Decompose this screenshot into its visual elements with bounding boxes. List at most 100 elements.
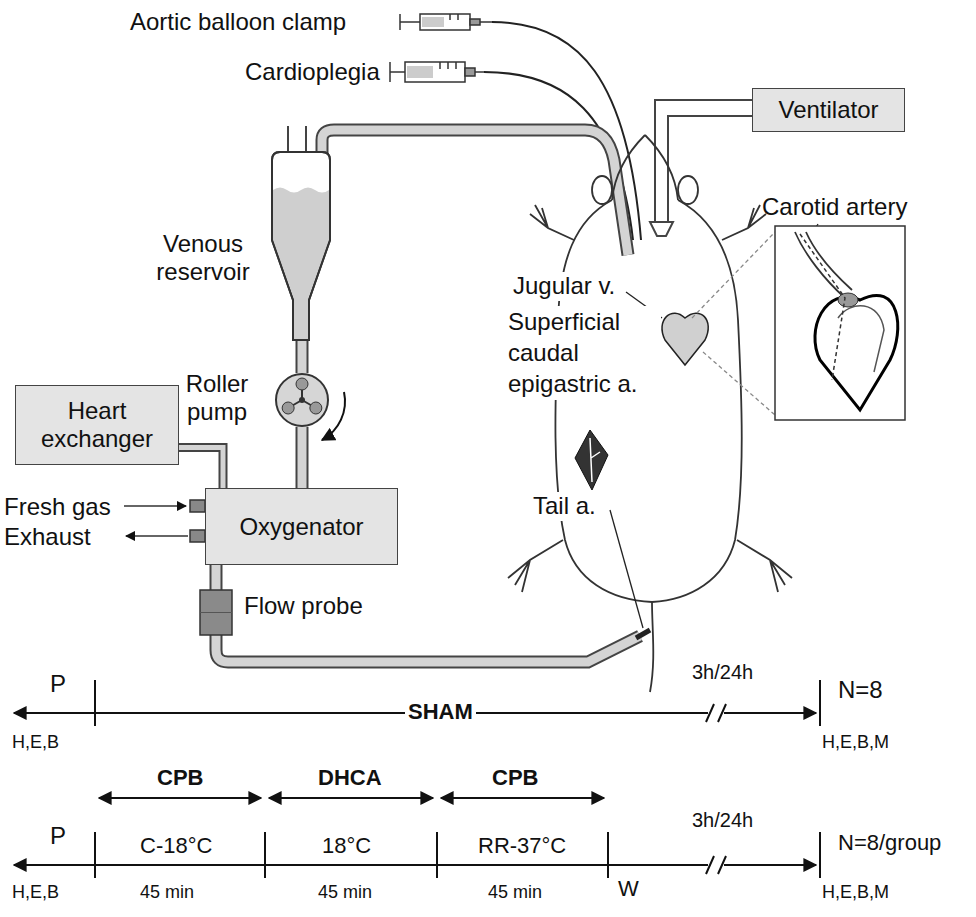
gas-label: Exhaust — [4, 523, 91, 552]
gas-label: Fresh gas — [4, 493, 111, 522]
tube-lumen — [298, 427, 307, 488]
venous-tube — [305, 126, 307, 152]
venous-tube — [322, 130, 628, 255]
timeline-dhca — [436, 832, 438, 878]
ventilator-tubing — [650, 222, 673, 236]
cardioplegia-syringe — [475, 71, 484, 73]
heart-inset — [795, 232, 852, 298]
gas-ports — [190, 500, 205, 512]
flow-probe-shape — [200, 590, 232, 635]
heart-inset — [815, 295, 898, 410]
timeline-dhca — [269, 797, 433, 799]
rat-figure — [508, 540, 563, 592]
tube-lumen — [179, 447, 223, 488]
gas-ports — [190, 530, 205, 542]
rat-figure — [592, 176, 612, 204]
group-size: N=8 — [838, 676, 883, 705]
cardioplegia-syringe — [405, 62, 465, 82]
tube-connector — [302, 339, 303, 373]
roller-pump-shape — [282, 402, 294, 414]
venous-reservoir: Venous reservoir — [270, 150, 332, 340]
cardioplegia-syringe — [465, 68, 475, 76]
tube-connector — [179, 447, 223, 488]
arterial-tube — [216, 592, 640, 662]
measure-label: H,E,B — [12, 882, 59, 904]
oxygenator-box-label: Oxygenator — [239, 513, 363, 541]
epigastric-incision — [590, 438, 600, 482]
tube-outline — [296, 427, 309, 488]
timeline-dhca — [14, 864, 816, 866]
venous-reservoir-shape — [273, 188, 329, 340]
tube-outline — [296, 339, 309, 373]
leader-lines — [692, 232, 775, 415]
rat-figure — [678, 176, 698, 204]
cardioplegia-syringe — [439, 62, 441, 69]
venous-reservoir-label: Venous reservoir — [148, 230, 258, 285]
epigastric-incision — [575, 430, 608, 490]
time-label: 3h/24h — [692, 808, 753, 832]
flow-probe: Flow probe — [200, 590, 232, 635]
timeline-sham — [819, 680, 821, 726]
timeline-sham — [94, 680, 96, 726]
timepoint-label: P — [50, 670, 66, 699]
duration-label: 45 min — [488, 882, 542, 904]
arterial-tube — [216, 592, 650, 662]
heart-inset — [838, 293, 858, 307]
measure-label: H,E,B,M — [822, 732, 889, 754]
rat-figure — [508, 135, 792, 692]
flow-probe-shape — [200, 590, 232, 635]
timeline-dhca — [99, 797, 261, 799]
timeline-dhca — [264, 832, 266, 878]
rat-figure — [530, 205, 574, 240]
flow-probe-shape — [200, 612, 232, 613]
timeline-dhca — [706, 856, 726, 874]
timeline-dhca — [819, 832, 821, 878]
rat-figure — [737, 540, 792, 592]
group-label: SHAM — [405, 699, 476, 725]
tube-connector — [302, 427, 303, 488]
vessel-label: Tail a. — [530, 492, 599, 521]
heart-exchanger-box-label: Heart exchanger — [16, 397, 178, 452]
measure-label: H,E,B — [12, 732, 59, 754]
gas-ports — [124, 505, 186, 507]
arterial-tube — [636, 630, 650, 638]
vessel-label: Jugular v. — [510, 272, 618, 301]
time-label: 3h/24h — [692, 660, 753, 684]
balloon-syringe — [422, 17, 444, 27]
heart-inset — [775, 226, 905, 420]
rat-figure — [650, 602, 653, 692]
timeline-dhca — [441, 797, 604, 799]
venous-tube — [287, 126, 289, 152]
vessel-label: Superficial caudal epigastric a. — [505, 306, 661, 400]
tube-lumen — [212, 565, 221, 590]
balloon-syringe — [480, 21, 492, 23]
timeline-sham — [14, 680, 820, 726]
phase-label: DHCA — [318, 765, 382, 791]
tube-outline — [210, 565, 223, 590]
rat-figure — [555, 200, 652, 602]
roller-pump-shape — [299, 397, 305, 403]
temperature-label: 18°C — [322, 833, 371, 859]
phase-label: CPB — [157, 765, 203, 791]
heart-exchanger-box: Heart exchanger — [15, 385, 179, 465]
venous-tube — [322, 130, 628, 255]
gas-ports — [126, 535, 188, 537]
heart-small — [662, 313, 708, 365]
cardioplegia-syringe — [455, 62, 457, 69]
arterial-tube — [216, 592, 640, 662]
duration-label: 45 min — [140, 882, 194, 904]
balloon-syringe — [449, 14, 451, 20]
syringe-label: Cardioplegia — [245, 58, 380, 87]
timepoint-label: P — [50, 822, 66, 851]
epigastric-incision — [575, 430, 608, 490]
tube-connector — [216, 565, 217, 590]
timepoint-label: W — [618, 876, 639, 902]
ventilator-box: Ventilator — [752, 88, 905, 132]
rat-figure — [645, 135, 678, 200]
timeline-dhca — [94, 832, 96, 878]
balloon-syringe — [457, 14, 459, 20]
flow-probe-label: Flow probe — [244, 592, 374, 620]
oxygenator-box: Oxygenator — [205, 488, 398, 565]
rat-figure — [652, 200, 742, 602]
